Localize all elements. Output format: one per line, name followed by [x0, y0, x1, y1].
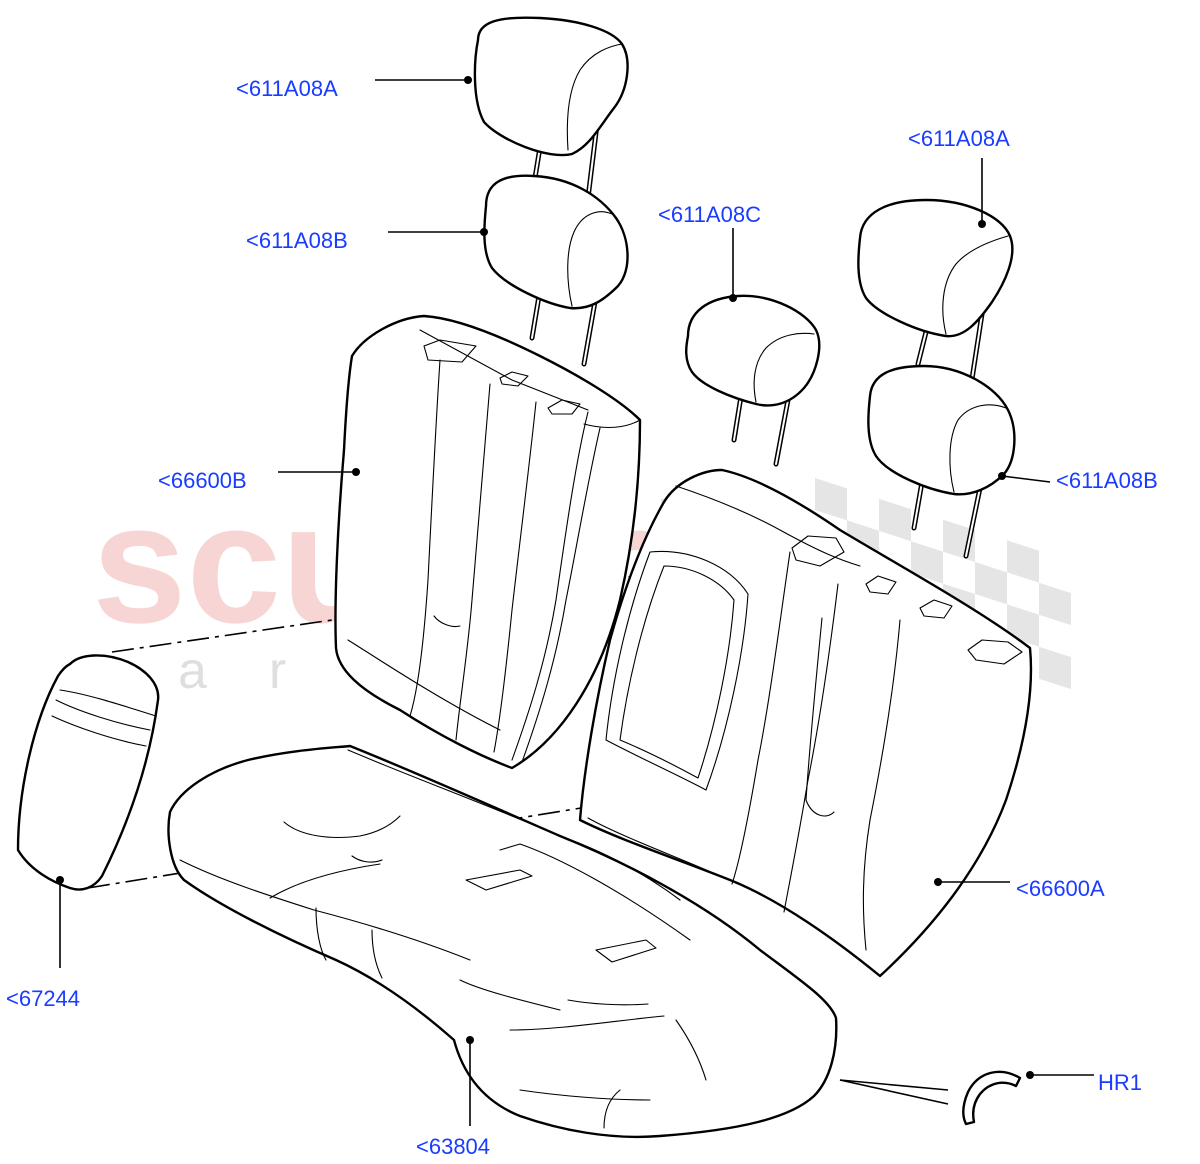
armrest — [16, 654, 160, 891]
callout-labels[interactable]: <611A08A <611A08B <611A08C <611A08A <611… — [6, 76, 1158, 1159]
callout-seat-cushion[interactable]: <63804 — [416, 1134, 490, 1159]
callout-armrest[interactable]: <67244 — [6, 986, 80, 1011]
callout-headrest-center[interactable]: <611A08C — [658, 202, 761, 227]
callout-headrest-left-upper[interactable]: <611A08A — [236, 76, 338, 101]
callout-headrest-right-lower[interactable]: <611A08B — [1056, 468, 1158, 493]
callout-headrest-right-upper[interactable]: <611A08A — [908, 126, 1010, 151]
callout-seat-back-left[interactable]: <66600B — [158, 468, 247, 493]
clip — [839, 1070, 1022, 1126]
seat-back-left — [334, 314, 642, 770]
headrest-left-lower — [483, 174, 629, 367]
callout-headrest-left-lower[interactable]: <611A08B — [246, 228, 348, 253]
leader-lines — [56, 76, 1094, 1126]
callout-clip[interactable]: HR1 — [1098, 1070, 1142, 1095]
headrest-right-lower — [867, 364, 1016, 559]
seat-back-right — [578, 468, 1033, 978]
headrest-center — [685, 294, 821, 467]
callout-seat-back-right[interactable]: <66600A — [1016, 876, 1105, 901]
headrest-right-upper — [857, 198, 1014, 395]
headrest-left-upper — [473, 16, 629, 201]
seat-cushion — [167, 744, 838, 1139]
